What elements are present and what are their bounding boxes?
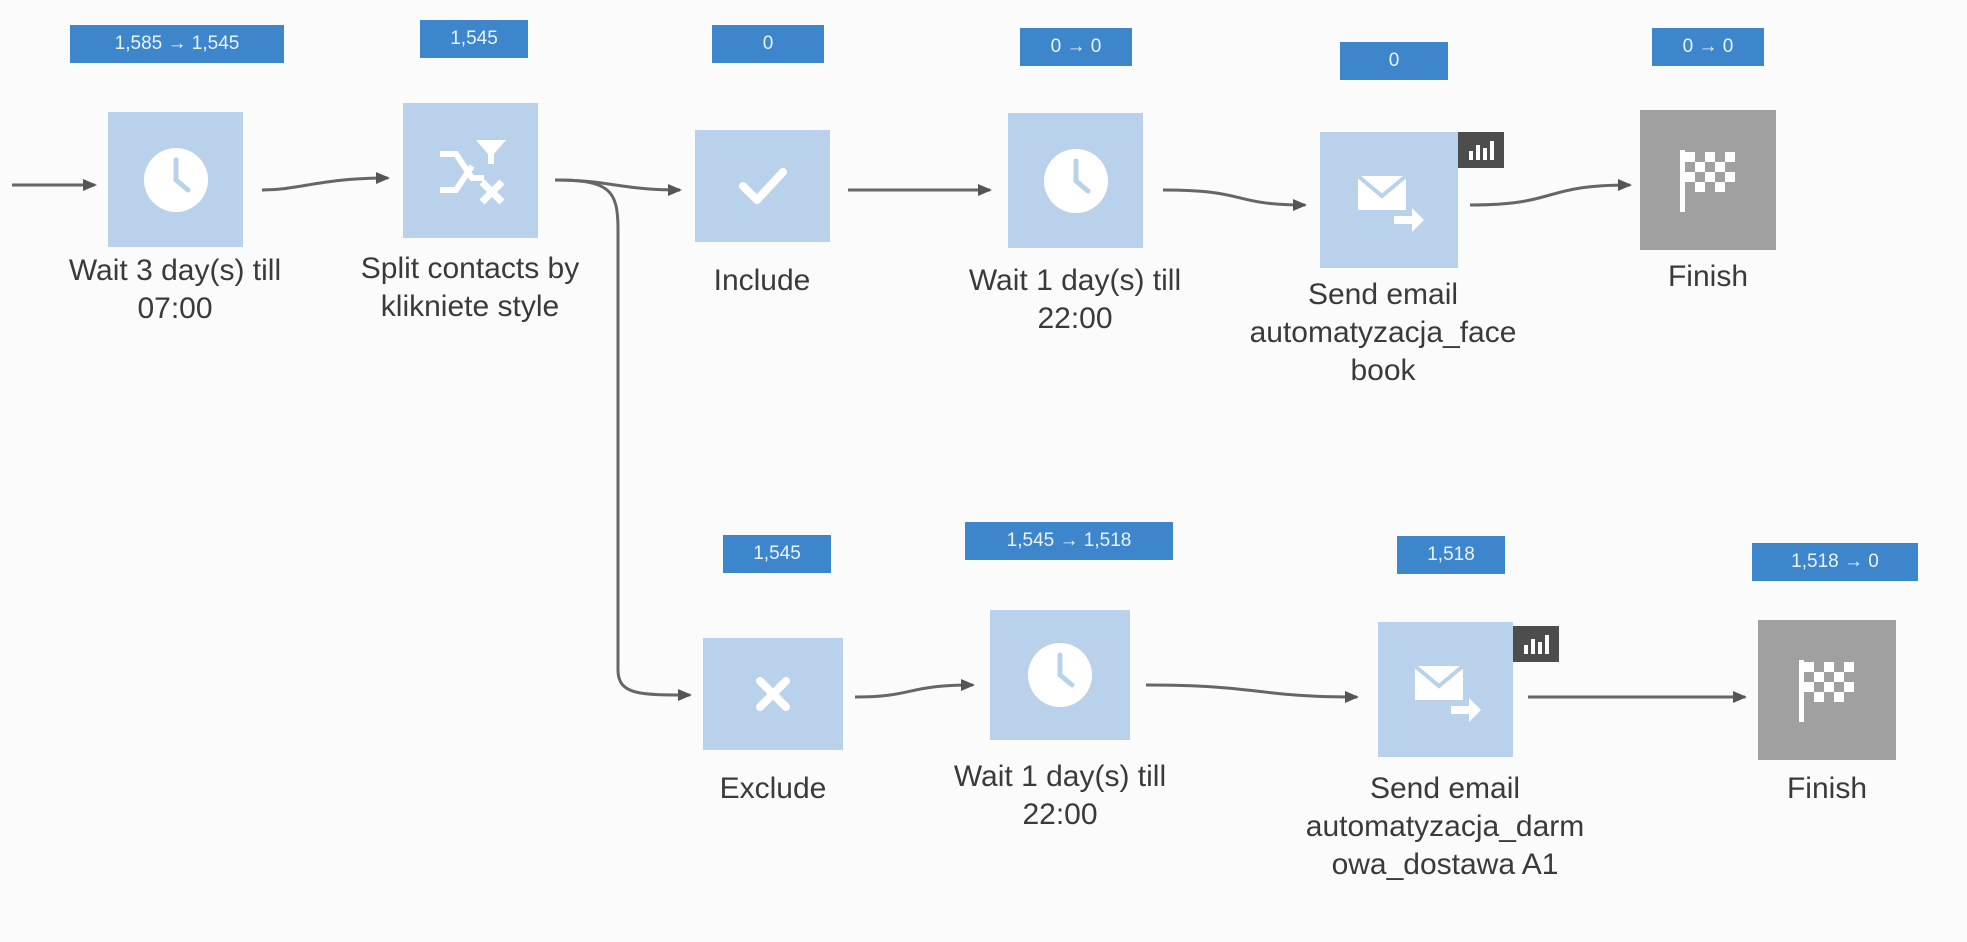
bar-chart-icon[interactable]: [1513, 626, 1559, 662]
count-badge: 1,545: [420, 20, 528, 58]
count-badge: 1,545: [723, 535, 831, 573]
count-badge: 1,545 → 1,518: [965, 522, 1173, 560]
connector-split-exclude: [554, 178, 692, 701]
wait-tile[interactable]: [108, 112, 243, 247]
connector-email-finish-top: [1469, 179, 1632, 207]
checkered-flag-icon: [1793, 656, 1861, 724]
connector-wait-email-top: [1162, 188, 1307, 211]
count-badge: 1,518 → 0: [1752, 543, 1918, 581]
node-label: Finish: [1786, 772, 1868, 805]
clock-icon: [142, 146, 210, 214]
wait-tile[interactable]: [990, 610, 1130, 740]
send-email-icon: [1354, 168, 1424, 232]
node-label: Wait 1 day(s) till 22:00: [968, 264, 1182, 335]
node-label: Split contacts by klikniete style: [360, 252, 580, 323]
send-email-icon: [1411, 658, 1481, 722]
x-icon: [756, 677, 790, 711]
clock-icon: [1026, 641, 1094, 709]
count-badge: 0: [1340, 42, 1448, 80]
node-label: Exclude: [719, 772, 827, 805]
exclude-tile[interactable]: [703, 638, 843, 750]
check-icon: [738, 166, 787, 206]
connector-exclude-wait: [854, 679, 975, 699]
connector-wait-split: [261, 172, 390, 192]
node-label: Send email automatyzacja_darm owa_dostaw…: [1305, 772, 1585, 881]
node-label: Wait 1 day(s) till 22:00: [953, 760, 1167, 831]
split-filter-icon: [432, 132, 510, 210]
connector-wait-email-bottom: [1145, 683, 1359, 703]
count-badge: 0 → 0: [1652, 28, 1764, 66]
email-tile[interactable]: [1378, 622, 1559, 757]
finish-tile[interactable]: [1640, 110, 1776, 250]
bar-chart-icon[interactable]: [1458, 132, 1504, 168]
count-badge: 1,585 → 1,545: [70, 25, 284, 63]
split-tile[interactable]: [403, 103, 538, 238]
finish-tile[interactable]: [1758, 620, 1896, 760]
count-badge: 0: [712, 25, 824, 63]
include-tile[interactable]: [695, 130, 830, 242]
node-label: Finish: [1667, 260, 1749, 293]
email-tile[interactable]: [1320, 132, 1504, 268]
count-badge: 0 → 0: [1020, 28, 1132, 66]
node-label: Include: [713, 264, 811, 297]
node-label: Wait 3 day(s) till 07:00: [68, 254, 282, 325]
count-badge: 1,518: [1397, 536, 1505, 574]
wait-tile[interactable]: [1008, 113, 1143, 248]
checkered-flag-icon: [1674, 146, 1742, 214]
node-label: Send email automatyzacja_face book: [1249, 278, 1517, 387]
clock-icon: [1042, 147, 1110, 215]
